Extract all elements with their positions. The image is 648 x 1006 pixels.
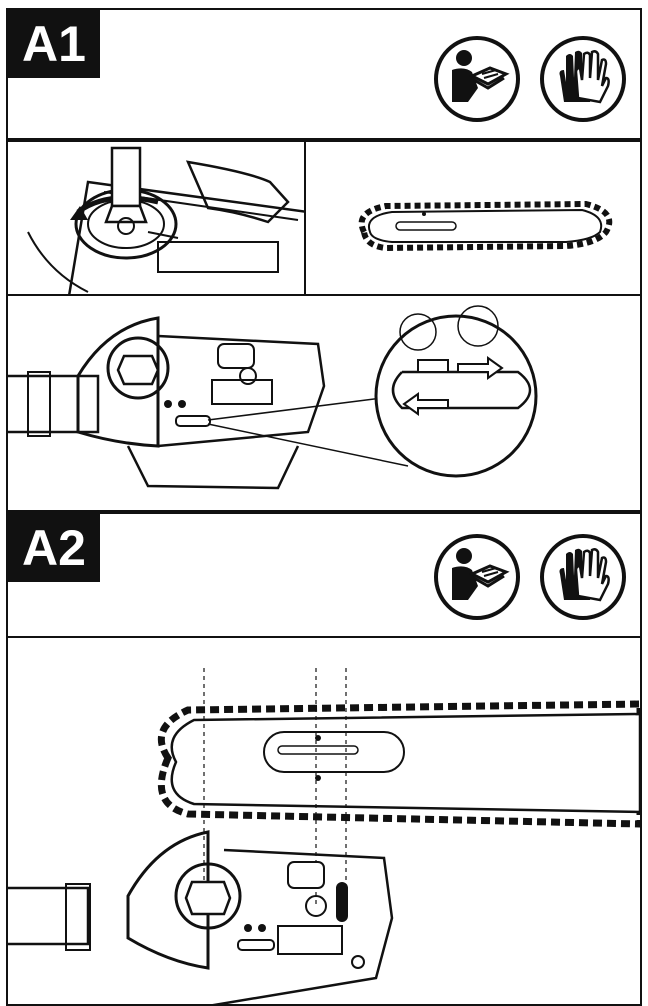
a1-header-panel: A1: [6, 8, 642, 140]
a1-chain-direction-illustration: [6, 294, 642, 512]
a2-bar-mounting-illustration: [6, 636, 642, 1006]
read-manual-icon: [434, 534, 520, 620]
section-label-a2: A2: [8, 514, 100, 582]
read-manual-icon: [434, 36, 520, 122]
wear-gloves-icon: [540, 36, 626, 122]
a1-nut-loosening-illustration: [6, 140, 306, 296]
a2-header-panel: A2: [6, 512, 642, 638]
section-label-a1: A1: [8, 10, 100, 78]
a1-chain-and-bar-illustration: [304, 140, 642, 296]
wear-gloves-icon: [540, 534, 626, 620]
